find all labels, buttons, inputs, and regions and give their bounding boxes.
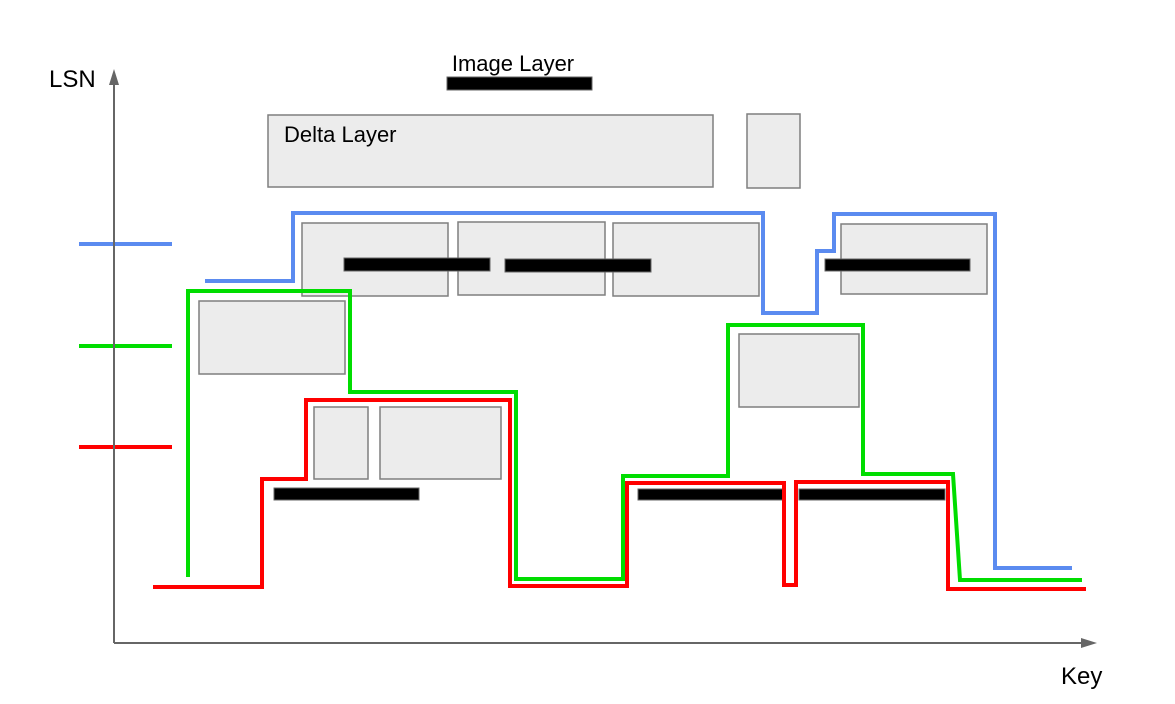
blue-lsn-line: [205, 211, 1072, 570]
image-layer-bar: [273, 487, 420, 501]
image-layer-bar: [824, 258, 971, 272]
delta-layer-box: [738, 333, 860, 408]
delta-layer-box: [198, 300, 346, 375]
red-lsn-line: [153, 398, 1086, 591]
delta-layer-label: Delta Layer: [284, 122, 397, 147]
delta-layer-box: [746, 113, 801, 189]
image-layer-bar: [798, 488, 946, 501]
image-layer-bar: [343, 257, 491, 272]
delta-layer-box: [313, 406, 369, 480]
y-axis-label: LSN: [49, 66, 96, 93]
image-layer-bar: [637, 488, 784, 501]
green-lsn-line: [186, 289, 1082, 582]
delta-layer-box: [379, 406, 502, 480]
lsn-axis-ticks: [79, 242, 172, 449]
image-layer-bar: [504, 258, 652, 273]
image-layer-legend-bar: [446, 76, 593, 91]
image-layer-label: Image Layer: [452, 51, 574, 76]
image-layer-bars: [273, 76, 971, 501]
delta-layer-box: [267, 114, 714, 188]
axes: [109, 69, 1097, 648]
x-axis-arrow-icon: [1081, 638, 1097, 648]
delta-layer-boxes: [198, 113, 988, 480]
y-axis-arrow-icon: [109, 69, 119, 85]
lsn-boundary-lines: [153, 211, 1086, 591]
x-axis-label: Key: [1061, 663, 1102, 690]
